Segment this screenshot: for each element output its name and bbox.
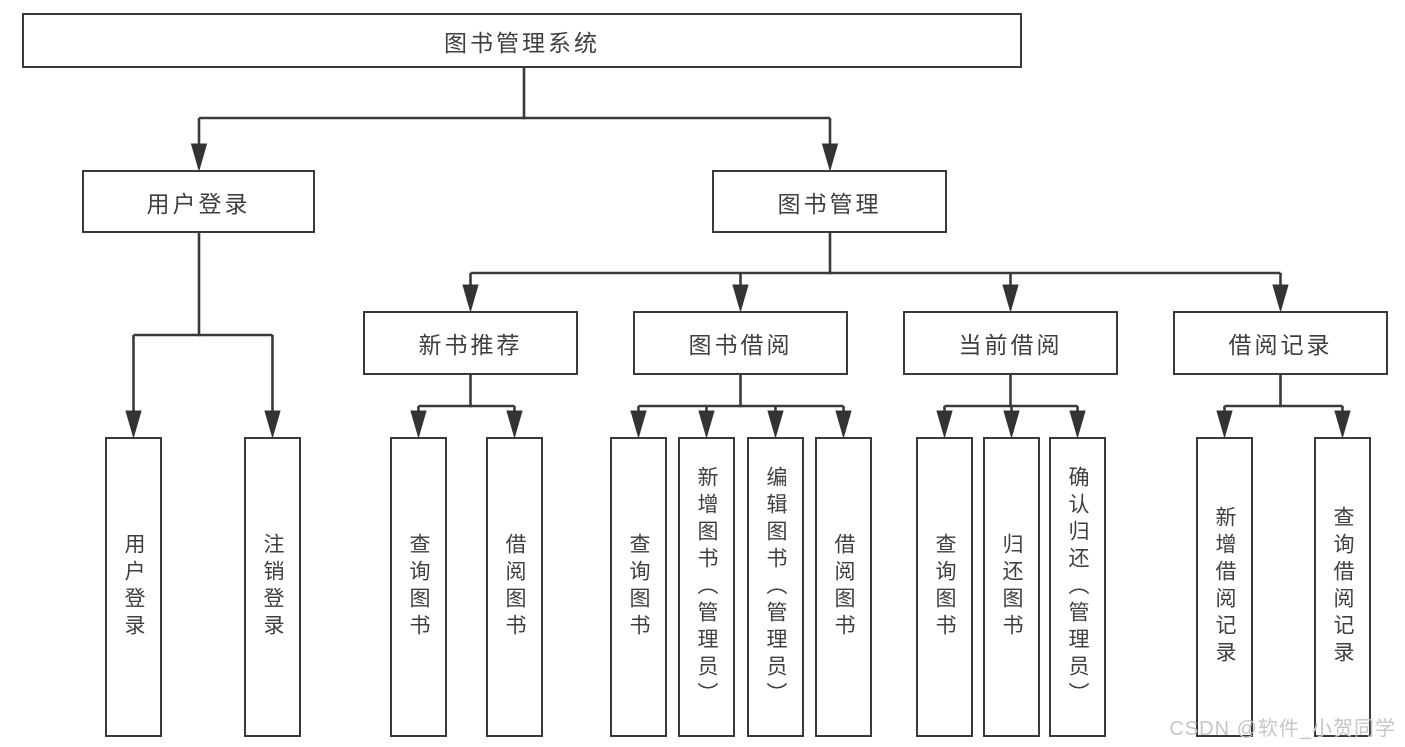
leaf-query-books-borrowing: 查询图书: [610, 437, 667, 737]
node-library-system-label: 图书管理系统: [444, 29, 600, 56]
arrow-to-leaf-logout: [264, 335, 281, 439]
leaf-query-borrow-record: 查询借阅记录: [1314, 437, 1371, 737]
arrow-to-book-management: [821, 118, 839, 172]
leaf-query-books-current: 查询图书: [916, 437, 973, 737]
leaf-add-borrow-record-label: 新增借阅记录: [1213, 506, 1236, 668]
leaf-borrow-books-recommend-label: 借阅图书: [503, 533, 526, 641]
node-current-borrowing: 当前借阅: [903, 311, 1118, 375]
node-user-login: 用户登录: [82, 170, 315, 233]
arrow-to-leaf-edit-book: [767, 406, 784, 439]
node-borrowing-records-label: 借阅记录: [1228, 332, 1333, 358]
arrow-to-leaf-user-login: [125, 335, 142, 439]
leaf-user-login-label: 用户登录: [122, 533, 145, 641]
csdn-watermark: CSDN @软件_小贺同学: [1169, 718, 1396, 740]
arrow-to-leaf-query-record: [1334, 406, 1351, 439]
leaf-user-login: 用户登录: [105, 437, 162, 737]
leaf-add-borrow-record: 新增借阅记录: [1196, 437, 1253, 737]
arrow-to-leaf-query-books-3: [936, 406, 953, 439]
arrow-to-leaf-query-books-2: [630, 406, 647, 439]
arrow-to-leaf-query-books-1: [410, 406, 427, 439]
node-book-management-label: 图书管理: [777, 190, 882, 217]
leaf-borrow-books-borrowing-label: 借阅图书: [832, 533, 855, 641]
arrow-to-current-borrowing: [1002, 273, 1019, 313]
leaf-borrow-books-recommend: 借阅图书: [486, 437, 543, 737]
arrow-to-user-login: [190, 118, 208, 172]
leaf-borrow-books-borrowing: 借阅图书: [815, 437, 872, 737]
arrow-to-leaf-add-record: [1216, 406, 1233, 439]
leaf-add-book-admin-label: 新增图书（管理员）: [695, 465, 718, 709]
leaf-return-books: 归还图书: [983, 437, 1040, 737]
arrow-to-leaf-return-books: [1003, 406, 1020, 439]
node-book-borrowing-label: 图书借阅: [688, 332, 793, 358]
leaf-query-books-current-label: 查询图书: [933, 533, 956, 641]
arrow-to-leaf-borrow-books-1: [506, 406, 523, 439]
node-current-borrowing-label: 当前借阅: [958, 332, 1063, 358]
node-new-book-recommend: 新书推荐: [363, 311, 578, 375]
arrow-to-leaf-borrow-books-2: [835, 406, 852, 439]
arrow-to-book-borrowing: [732, 273, 749, 313]
leaf-confirm-return-admin-label: 确认归还（管理员）: [1066, 465, 1089, 709]
arrow-to-leaf-confirm-return: [1069, 406, 1086, 439]
leaf-query-books-recommend-label: 查询图书: [407, 533, 430, 641]
arrow-to-new-book-recommend: [462, 273, 479, 313]
leaf-edit-book-admin-label: 编辑图书（管理员）: [764, 465, 787, 709]
leaf-query-books-recommend: 查询图书: [390, 437, 447, 737]
leaf-return-books-label: 归还图书: [1000, 533, 1023, 641]
node-borrowing-records: 借阅记录: [1173, 311, 1388, 375]
leaf-query-books-borrowing-label: 查询图书: [627, 533, 650, 641]
arrow-to-leaf-add-book: [698, 406, 715, 439]
node-user-login-label: 用户登录: [146, 190, 251, 217]
leaf-logout: 注销登录: [244, 437, 301, 737]
leaf-confirm-return-admin: 确认归还（管理员）: [1049, 437, 1106, 737]
leaf-add-book-admin: 新增图书（管理员）: [678, 437, 735, 737]
arrow-to-borrowing-records: [1272, 273, 1289, 313]
leaf-logout-label: 注销登录: [261, 533, 284, 641]
leaf-edit-book-admin: 编辑图书（管理员）: [747, 437, 804, 737]
node-book-management: 图书管理: [712, 170, 947, 233]
node-book-borrowing: 图书借阅: [633, 311, 848, 375]
node-new-book-recommend-label: 新书推荐: [418, 332, 523, 358]
node-library-system: 图书管理系统: [22, 13, 1022, 68]
leaf-query-borrow-record-label: 查询借阅记录: [1331, 506, 1354, 668]
